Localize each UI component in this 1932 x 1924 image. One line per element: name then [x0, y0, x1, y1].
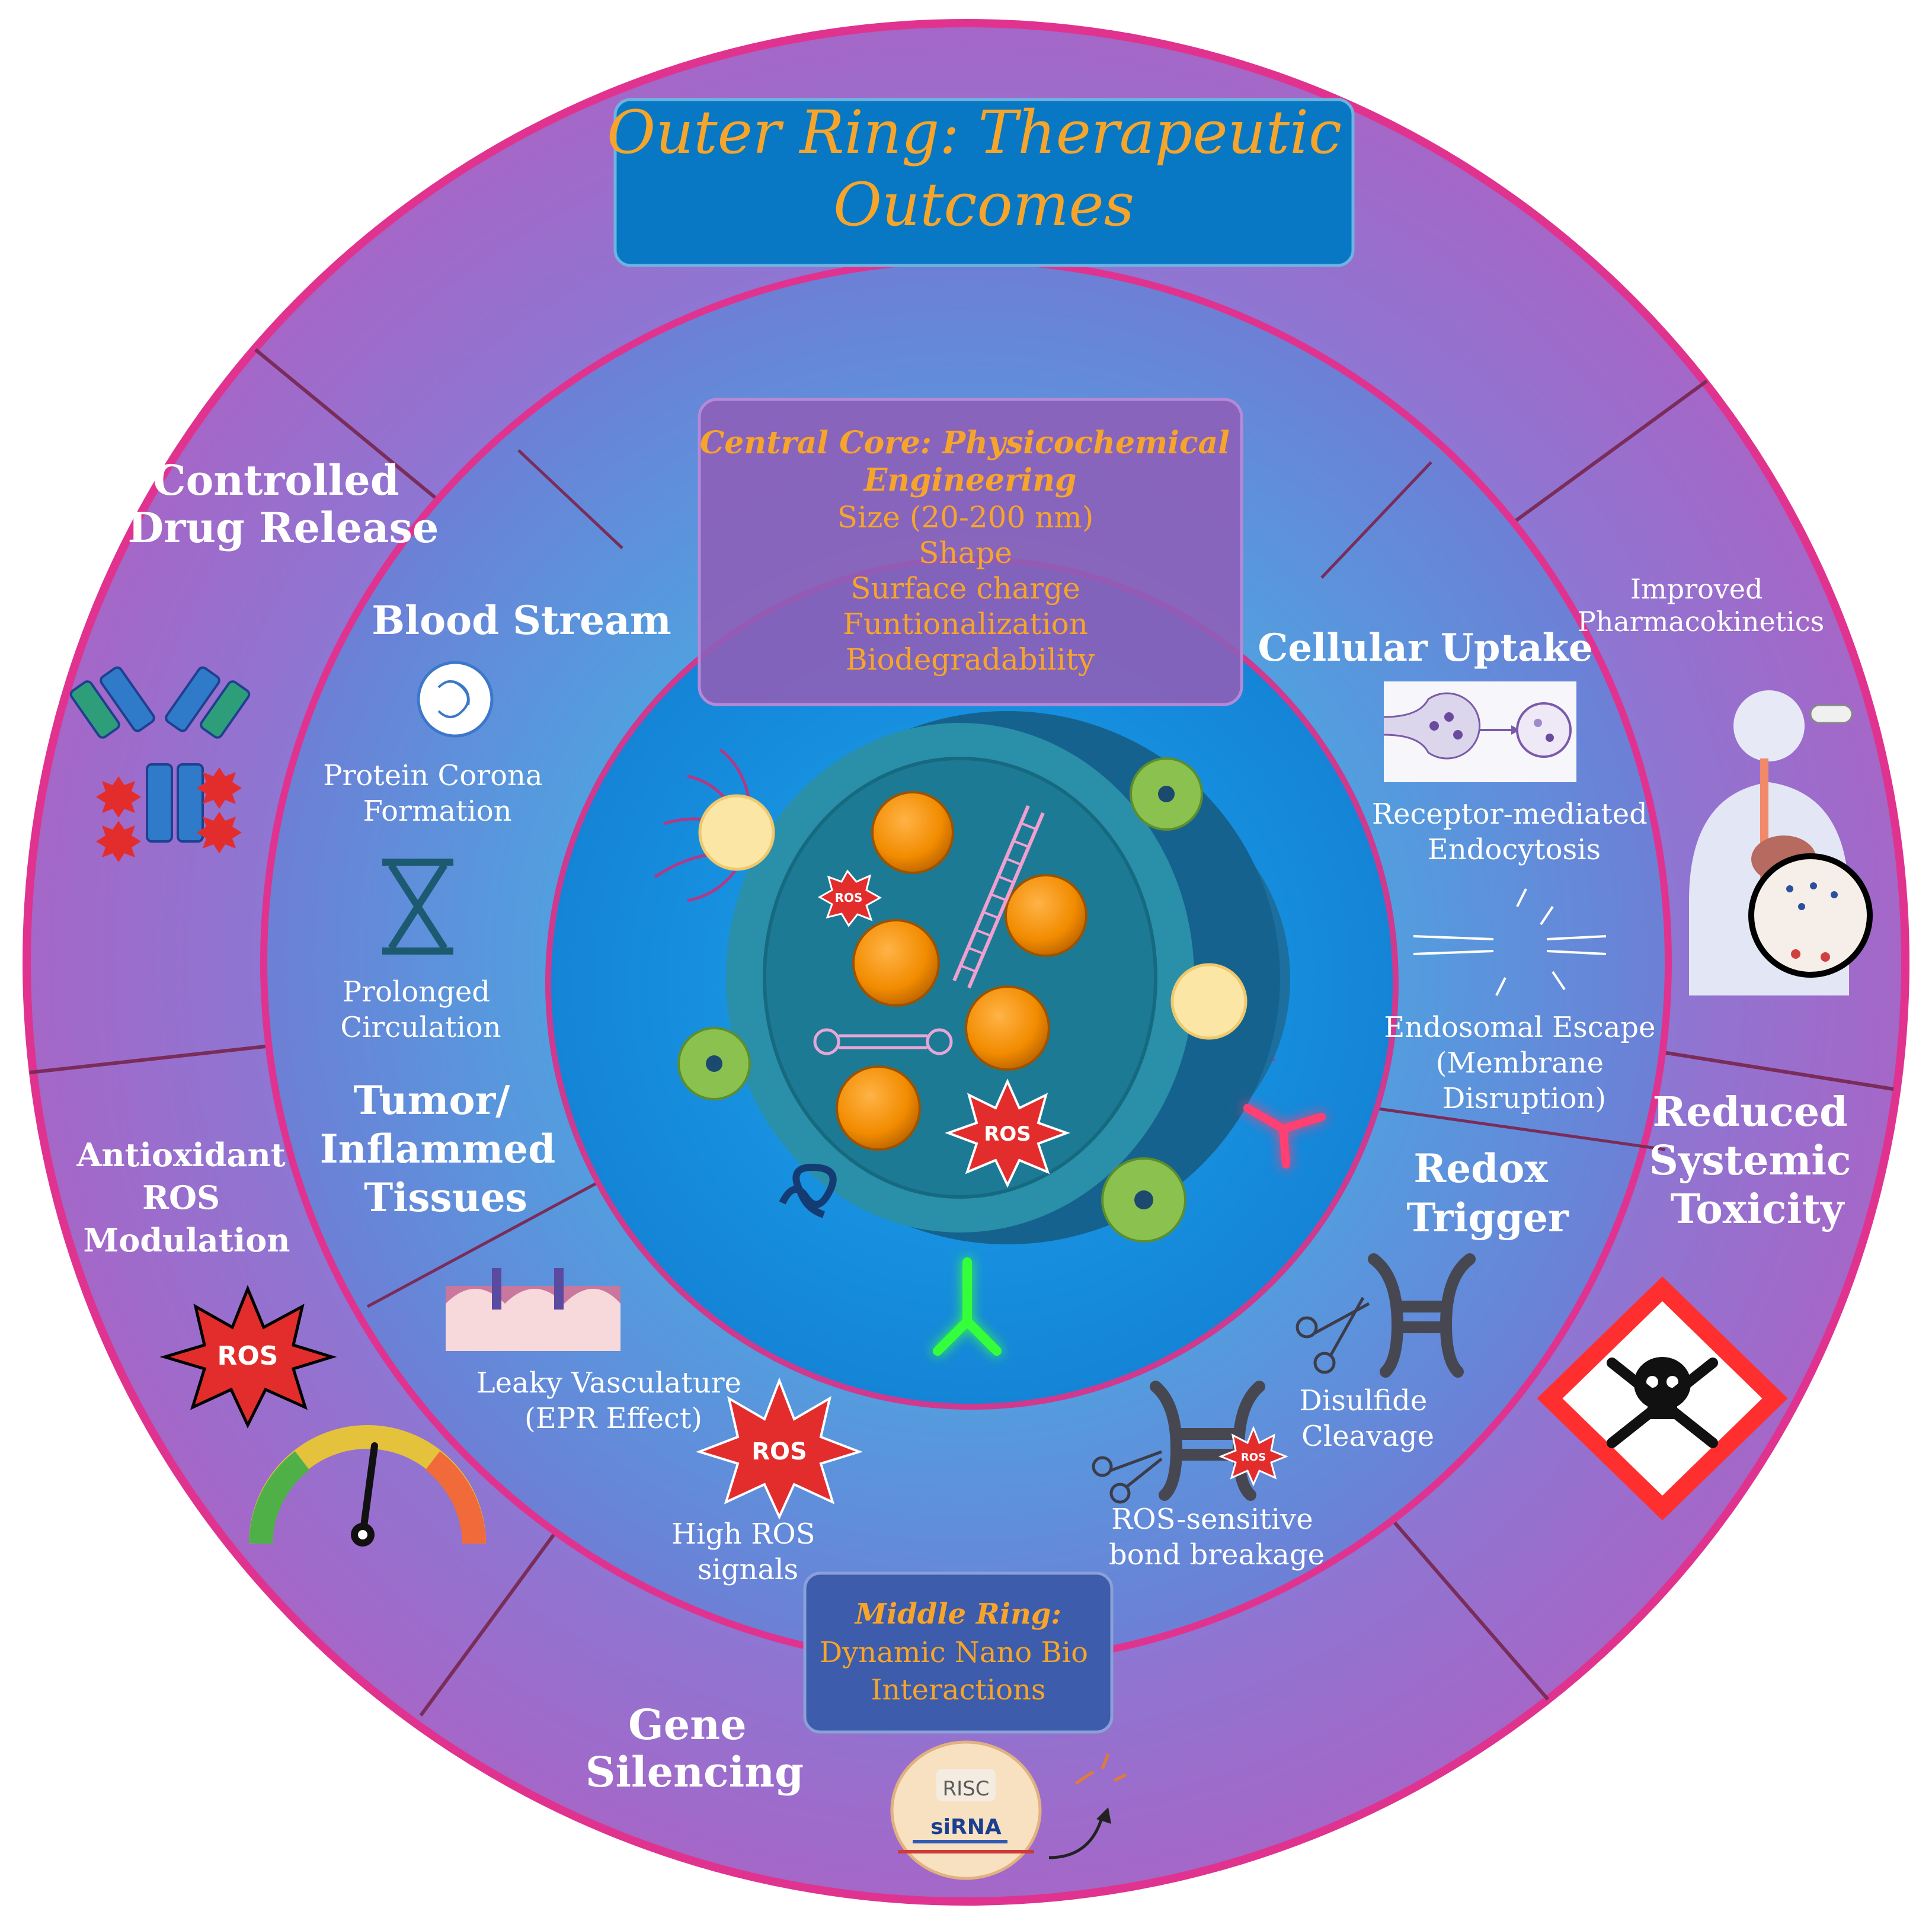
gene-silencing-line1: Gene — [628, 1700, 747, 1749]
svg-text:Receptor-mediated Endocyto: Receptor-mediated Endocytosis — [1372, 798, 1656, 866]
svg-text:Controlled Drug Release: Controlled Drug Release — [128, 456, 439, 552]
antibody-drug-conjugate-icon — [69, 666, 251, 862]
disulfide-cleavage-line2: Cleavage — [1301, 1420, 1434, 1453]
ros-badge-core: ROS — [984, 1122, 1031, 1146]
endosomal-escape-line3: Disruption) — [1442, 1082, 1606, 1115]
middle-ring-dividers — [366, 449, 1666, 1308]
core-item-shape: Shape — [919, 536, 1012, 570]
blood-stream-title: Blood Stream — [372, 597, 671, 644]
controlled-release-line1: Controlled — [153, 456, 399, 505]
core-title-line2: Engineering — [863, 462, 1077, 498]
endosomal-escape-line2: (Membrane — [1436, 1046, 1604, 1080]
high-ros-line1: High ROS — [671, 1518, 815, 1551]
core-properties-box — [698, 398, 1243, 706]
leaky-vasculature-line1: Leaky Vasculature — [476, 1366, 741, 1400]
middle-ring-label-line1: Middle Ring: — [854, 1598, 1061, 1631]
leaky-vasculature-icon — [446, 1268, 620, 1351]
prolonged-circulation-line2: Circulation — [340, 1011, 501, 1044]
toxic-hazard-icon — [1537, 1276, 1788, 1520]
svg-text:ROS-sensitive bond breakag: ROS-sensitive bond breakage — [1109, 1503, 1325, 1571]
middle-ring-label-box — [803, 1571, 1114, 1734]
svg-text:Central Core: Physicochemical: Central Core: Physicochemical Engineerin… — [700, 425, 1240, 498]
tumor-title-line2: Inflammed — [320, 1126, 555, 1172]
ros-bond-line2: bond breakage — [1109, 1538, 1325, 1571]
antioxidant-line2: ROS — [142, 1179, 220, 1216]
gauge-icon — [249, 1425, 486, 1547]
risc-complex-icon — [890, 1740, 1127, 1880]
svg-text:Leaky Vasculature (EPR Eff: Leaky Vasculature (EPR Effect) — [476, 1366, 750, 1435]
toxicity-line1: Reduced — [1653, 1089, 1848, 1136]
svg-text:Outer Ring: Therapeutic Ou: Outer Ring: Therapeutic Outcomes — [607, 98, 1361, 239]
ros-bond-line1: ROS-sensitive — [1111, 1503, 1313, 1536]
svg-text:Endosomal Escape (Membrane: Endosomal Escape (Membrane Disruption) — [1384, 1011, 1664, 1115]
svg-text:Improved Pharmacokinetics: Improved Pharmacokinetics — [1578, 573, 1825, 638]
pharmacokinetics-line2: Pharmacokinetics — [1578, 606, 1825, 638]
outer-ring-title-line1: Outer Ring: Therapeutic — [607, 98, 1342, 167]
middle-ring-label-line2: Dynamic Nano Bio — [820, 1636, 1088, 1669]
endocytosis-line2: Endocytosis — [1428, 833, 1601, 866]
ros-badge-tumor: ROS — [751, 1438, 807, 1465]
antioxidant-line1: Antioxidant — [76, 1136, 285, 1174]
svg-text:Antioxidant ROS Modula: Antioxidant ROS Modulation — [76, 1136, 296, 1259]
risc-label: RISC — [943, 1777, 990, 1801]
svg-text:Disulfide Cleavage: Disulfide Cleavage — [1299, 1384, 1436, 1453]
ros-badge-bond: ROS — [1241, 1451, 1266, 1464]
svg-text:Protein Corona Formation: Protein Corona Formation — [323, 759, 552, 828]
outer-ring-title-line2: Outcomes — [833, 170, 1134, 239]
outer-ring-title-box — [613, 98, 1355, 267]
core-title-line1: Central Core: Physicochemical — [700, 425, 1230, 461]
controlled-release-line2: Drug Release — [128, 503, 439, 552]
scissors-icon-2 — [1092, 1450, 1163, 1504]
hourglass-icon — [382, 859, 453, 955]
tumor-title-line3: Tissues — [364, 1174, 527, 1221]
svg-text:Redox Trigger: Redox Trigger — [1406, 1145, 1569, 1241]
endocytosis-icon — [1383, 681, 1576, 782]
toxicity-line3: Toxicity — [1671, 1186, 1845, 1233]
cellular-uptake-title: Cellular Uptake — [1258, 626, 1592, 670]
endosomal-escape-line1: Endosomal Escape — [1384, 1011, 1655, 1044]
disulfide-cleavage-line1: Disulfide — [1299, 1384, 1427, 1417]
ros-badge-antioxidant: ROS — [217, 1341, 279, 1371]
core-item-functionalization: Funtionalization — [843, 607, 1088, 641]
leaky-vasculature-line2: (EPR Effect) — [524, 1402, 702, 1435]
pharmacokinetics-line1: Improved — [1630, 573, 1763, 605]
svg-text:Size (20-200 nm) Shape: Size (20-200 nm) Shape Surface charge Fu… — [837, 500, 1103, 677]
core-item-charge: Surface charge — [850, 571, 1080, 606]
svg-text:Prolonged Circulation: Prolonged Circulation — [340, 975, 501, 1044]
svg-text:Reduced Systemic Toxic: Reduced Systemic Toxicity — [1649, 1089, 1865, 1233]
outer-ring-dividers — [29, 348, 1894, 1717]
tumor-title-line1: Tumor/ — [354, 1077, 511, 1123]
protein-corona-line2: Formation — [363, 795, 511, 828]
core-item-biodegradability: Biodegradability — [846, 642, 1095, 677]
svg-text:Dynamic Nano Bio Interacti: Dynamic Nano Bio Interactions — [820, 1636, 1098, 1707]
redox-title-line2: Trigger — [1406, 1195, 1569, 1241]
endocytosis-line1: Receptor-mediated — [1372, 798, 1648, 831]
protein-corona-icon — [417, 661, 494, 738]
svg-text:Tumor/ Inflammed Tissu: Tumor/ Inflammed Tissues — [320, 1077, 569, 1221]
protein-corona-line1: Protein Corona — [323, 759, 542, 792]
redox-title-line1: Redox — [1413, 1145, 1548, 1192]
human-body-icon — [1689, 690, 1873, 995]
toxicity-line2: Systemic — [1649, 1137, 1851, 1185]
gene-silencing-line2: Silencing — [586, 1747, 804, 1797]
scissors-icon-1 — [1296, 1296, 1370, 1374]
core-item-size: Size (20-200 nm) — [837, 500, 1094, 534]
antioxidant-line3: Modulation — [83, 1221, 290, 1259]
prolonged-circulation-line1: Prolonged — [343, 975, 490, 1009]
nanoparticle-illustration: ROS ROS — [654, 711, 1326, 1356]
svg-text:Gene Silencing: Gene Silencing — [586, 1700, 804, 1797]
high-ros-line2: signals — [698, 1553, 798, 1586]
middle-ring-label-line3: Interactions — [871, 1673, 1045, 1707]
ros-badge-small: ROS — [835, 891, 863, 905]
sirna-label: siRNA — [930, 1815, 1002, 1839]
disulfide-bond-icon — [1368, 1253, 1476, 1378]
membrane-disruption-icon — [1413, 888, 1607, 996]
svg-text:High ROS signals: High ROS signals — [671, 1518, 824, 1586]
